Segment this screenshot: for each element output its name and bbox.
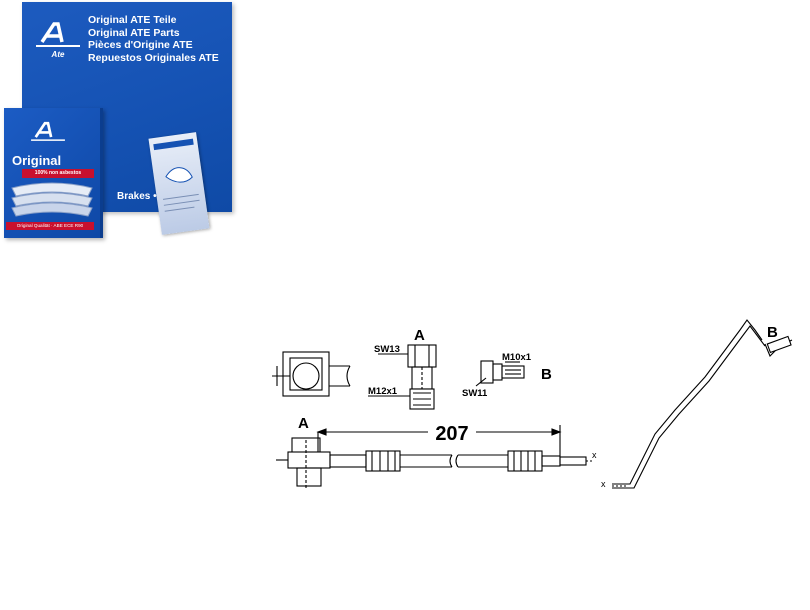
brake-pad-box: Original 100% non asbestos Original Qual… (4, 108, 103, 238)
label-sw11: SW11 (462, 388, 488, 399)
small-box-badge: 100% non asbestos (22, 169, 94, 178)
label-sw13: SW13 (374, 344, 400, 355)
box-strip-text: Brakes • Frei (117, 191, 178, 202)
box-line-2: Original ATE Parts (88, 26, 180, 39)
label-length-207: 207 (435, 423, 468, 445)
clip-end-view (272, 351, 351, 397)
label-m12x1: M12x1 (368, 386, 398, 397)
label-b-fitting: B (541, 366, 552, 383)
box-line-1: Original ATE Teile (88, 14, 177, 26)
label-m10x1: M10x1 (502, 352, 532, 363)
label-x-right: x (592, 450, 597, 460)
brake-pads-icon (11, 182, 93, 217)
box-line-4: Repuestos Originales ATE (88, 51, 219, 64)
dimension-207 (316, 425, 562, 456)
fitting-b-detail (475, 360, 525, 387)
box-title-lines: Original ATE Teile Original ATE Parts Pi… (88, 14, 219, 64)
small-ate-logo-icon (31, 121, 65, 141)
label-a-bottom: A (298, 415, 309, 432)
ate-logo-text: Ate (51, 50, 65, 59)
ate-logo-icon: Ate (36, 22, 80, 59)
label-a-top: A (414, 327, 425, 344)
small-box-footer: Original Qualität · ABE ECE R90 (6, 222, 94, 230)
instruction-booklet (148, 132, 210, 235)
hose-routing-view (612, 319, 793, 489)
label-x-left: x (601, 479, 606, 489)
small-box-title: Original (12, 153, 62, 168)
banjo-fitting-detail (368, 344, 437, 410)
box-line-3: Pièces d'Origine ATE (88, 39, 193, 51)
hose-side-view (276, 437, 594, 490)
booklet-graphic-icon (153, 138, 200, 212)
label-b-route: B (767, 324, 778, 341)
